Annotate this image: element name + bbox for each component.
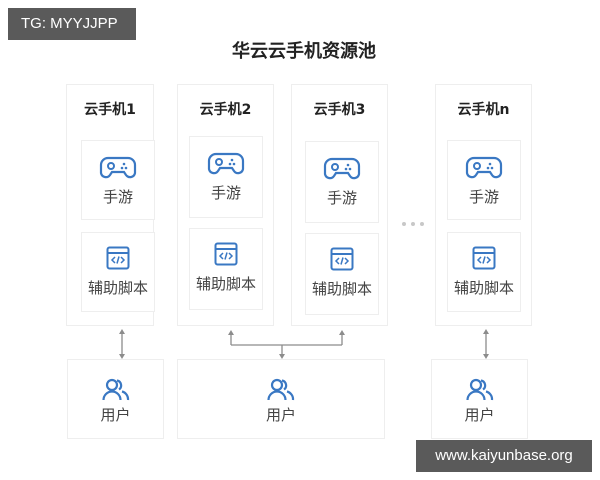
script-card: 辅助脚本 <box>189 228 263 310</box>
gamepad-icon <box>207 152 245 175</box>
cloud-phone-title: 云手机3 <box>313 102 366 118</box>
mobile-game-card: 手游 <box>189 136 263 218</box>
more-phones-ellipsis <box>402 222 424 226</box>
mobile-game-card: 手游 <box>81 140 155 220</box>
cloud-phone-2: 云手机2 手游 辅助脚本 <box>177 84 274 326</box>
code-window-icon <box>106 246 130 270</box>
script-card: 辅助脚本 <box>305 233 379 315</box>
users-icon <box>267 378 295 401</box>
mobile-game-label: 手游 <box>468 188 499 206</box>
cloud-phone-1: 云手机1 手游 辅助脚本 <box>66 84 155 326</box>
diagram-title-text: 华云云手机资源池 <box>232 41 376 62</box>
user-label: 用户 <box>265 406 296 424</box>
users-icon <box>101 378 129 401</box>
mobile-game-card: 手游 <box>447 140 521 220</box>
script-label: 辅助脚本 <box>453 279 514 297</box>
mobile-game-label: 手游 <box>210 184 241 202</box>
code-window-icon <box>330 247 354 271</box>
mobile-game-label: 手游 <box>102 188 133 206</box>
mobile-game-card: 手游 <box>305 141 379 223</box>
user-box-2: 用户 <box>177 359 385 439</box>
user-box-1: 用户 <box>67 359 164 439</box>
code-window-icon <box>472 246 496 270</box>
users-icon <box>465 378 493 401</box>
user-box-3: 用户 <box>431 359 528 439</box>
script-label: 辅助脚本 <box>87 279 148 297</box>
script-card: 辅助脚本 <box>81 232 155 312</box>
user-label: 用户 <box>100 406 131 424</box>
tg-watermark: TG: MYYJJPP <box>8 8 136 40</box>
gamepad-icon <box>99 156 137 179</box>
diagram-title: 华云云手机资源池 <box>0 37 600 63</box>
mobile-game-label: 手游 <box>326 189 357 207</box>
cloud-phone-title: 云手机n <box>457 102 510 118</box>
gamepad-icon <box>323 157 361 180</box>
script-label: 辅助脚本 <box>311 280 372 298</box>
site-watermark: www.kaiyunbase.org <box>416 440 592 472</box>
cloud-phone-3: 云手机3 手游 辅助脚本 <box>291 84 388 326</box>
cloud-phone-title: 云手机1 <box>84 102 136 118</box>
user-label: 用户 <box>464 406 495 424</box>
gamepad-icon <box>465 156 503 179</box>
code-window-icon <box>214 242 238 266</box>
cloud-phone-title: 云手机2 <box>199 102 252 118</box>
cloud-phone-n: 云手机n 手游 辅助脚本 <box>435 84 532 326</box>
script-label: 辅助脚本 <box>195 275 256 293</box>
script-card: 辅助脚本 <box>447 232 521 312</box>
